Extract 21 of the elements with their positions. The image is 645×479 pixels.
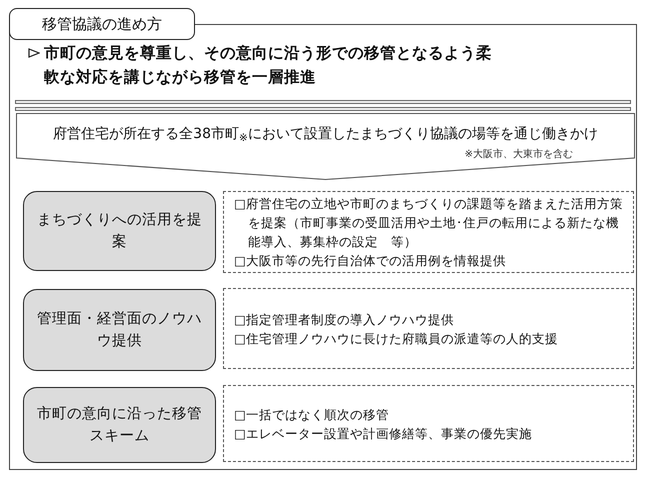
category-box xyxy=(23,289,216,371)
title-tab xyxy=(9,8,195,40)
footnote: ※大阪市、大東市を含む xyxy=(464,148,573,162)
detail-box xyxy=(223,191,634,273)
key-message: 市町の意見を尊重し、その意向に沿う形での移管となるよう柔軟な対応を講じながら移管を一層推進 xyxy=(44,43,493,88)
checklist-item: □住宅管理ノウハウに長けた府職員の派遣等の人的支援 xyxy=(234,330,559,348)
detail-box xyxy=(223,385,634,462)
checklist-item: □大阪市等の先行自治体での活用例を情報提供 xyxy=(234,252,507,270)
banner-text: 府営住宅が所在する全38市町$_{※}$において設置したまちづくり協議の場等を通じ働きかけ xyxy=(52,125,599,145)
detail-box xyxy=(223,288,634,369)
checklist-item: □府営住宅の立地や市町のまちづくりの課題等を踏まえた活用方策を提案（市町事業の受皿活用や土地･住戸の転用による新たな機能導入、募集枠の設定 等） xyxy=(234,195,623,251)
category-label: 市町の意向に沿った移管スキーム xyxy=(36,404,203,446)
category-label: まちづくりへの活用を提案 xyxy=(36,211,203,252)
category-box xyxy=(23,191,216,271)
category-label: 管理面・経営面のノウハウ提供 xyxy=(36,310,203,351)
section-title: 移管協議の進め方 xyxy=(42,14,162,35)
checklist-item: □一括ではなく順次の移管 xyxy=(234,406,390,424)
checklist-item: □指定管理者制度の導入ノウハウ提供 xyxy=(234,310,455,328)
category-box xyxy=(23,387,216,463)
chevron-banner xyxy=(16,113,635,180)
checklist-item: □エレベーター設置や計画修繕等、事業の優先実施 xyxy=(234,424,533,442)
